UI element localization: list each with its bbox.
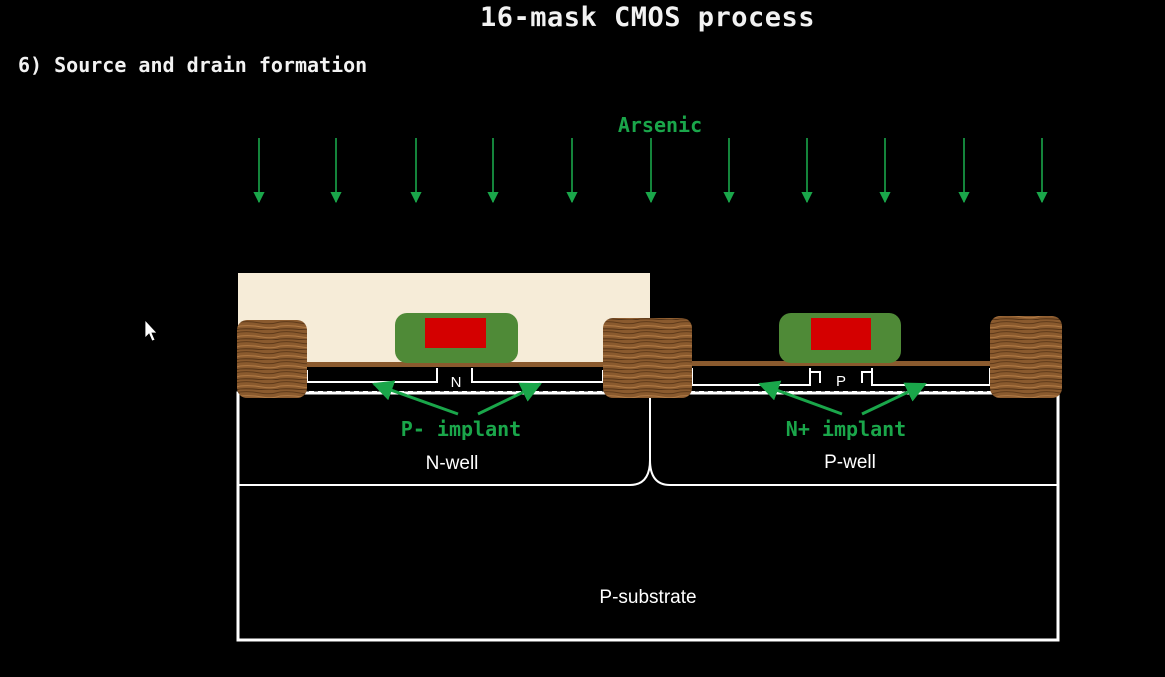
implant-arrows	[253, 138, 1048, 204]
nmos-gate-poly	[811, 318, 871, 350]
gate-oxide-left	[300, 362, 610, 367]
slide-title: 16-mask CMOS process	[479, 2, 816, 33]
dopant-label: Arsenic	[618, 113, 702, 137]
pmos-channel-label: N	[451, 374, 462, 391]
p-well-label: P-well	[824, 452, 876, 473]
pmos-gate-poly	[425, 318, 486, 348]
p-substrate-label: P-substrate	[599, 587, 696, 608]
p-implant-label: P- implant	[401, 417, 521, 441]
n-well-label: N-well	[426, 453, 479, 474]
field-oxide-right	[990, 316, 1062, 398]
nmos-channel-label: P	[836, 373, 846, 390]
step-heading: 6) Source and drain formation	[18, 53, 368, 77]
p-well-boundary	[649, 459, 1058, 486]
mouse-cursor-icon	[144, 318, 158, 342]
field-oxide-left	[237, 320, 307, 398]
implant-pointer-arrows	[372, 380, 927, 416]
gate-oxide-right	[690, 361, 995, 366]
n-implant-label: N+ implant	[786, 417, 906, 441]
field-oxide-middle	[603, 318, 692, 398]
